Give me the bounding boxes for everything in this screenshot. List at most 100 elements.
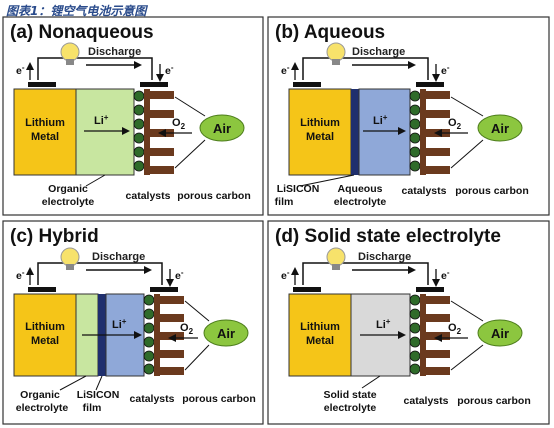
- panel-c-label-catalysts: catalysts: [130, 393, 175, 405]
- panel-a-circuit-wire: [37, 57, 153, 80]
- panel-b-air-bubble: [477, 114, 523, 142]
- panel-c-lithium-metal: [13, 293, 77, 377]
- panel-b-aqueous: (b) Aqueous Discharge e- e- Lithium Meta…: [267, 16, 550, 216]
- panel-b-air-label: Air: [491, 121, 509, 136]
- panel-d-label-porous-carbon: porous carbon: [457, 395, 531, 407]
- panel-c-air-label: Air: [217, 326, 235, 341]
- panel-b-catalysts: [409, 90, 421, 172]
- light-bulb-icon: [60, 42, 80, 65]
- panel-d-air-bubble: [477, 319, 523, 347]
- panel-a-metal-label-1: Lithium: [25, 117, 65, 129]
- panel-c-pointer-1: [184, 300, 210, 322]
- panel-b-label-electrolyte: electrolyte: [334, 196, 387, 208]
- panel-b-e-left: e-: [281, 63, 290, 77]
- panel-c-label-electrolyte: electrolyte: [16, 402, 69, 414]
- panel-d-label-electrolyte: electrolyte: [324, 402, 377, 414]
- panel-c-cathode-terminal: [150, 287, 178, 292]
- panel-d-circuit-wire: [302, 262, 429, 285]
- panel-b-aqueous-electrolyte: [358, 88, 411, 176]
- panel-a-e-left: e-: [16, 63, 25, 77]
- panel-c-metal-label-1: Lithium: [25, 321, 65, 333]
- panel-b-film-pointer: [299, 174, 355, 187]
- panel-b-lisicon-film: [351, 89, 359, 175]
- panel-c-metal-label-2: Metal: [31, 335, 59, 347]
- panel-a-discharge-label: Discharge: [88, 46, 141, 58]
- panel-c-film-pointer: [95, 375, 103, 391]
- figure-caption: 图表1：锂空气电池示意图: [6, 4, 147, 18]
- panel-a-label-organic: Organic: [48, 183, 88, 195]
- panel-b-cathode-terminal: [416, 82, 444, 87]
- panel-c-circuit-wire: [37, 262, 163, 285]
- panel-d-e-right: e-: [441, 268, 450, 282]
- panel-d-label-solid-state: Solid state: [323, 389, 376, 401]
- panel-c-li-plus: Li+: [112, 317, 127, 331]
- light-bulb-icon: [326, 247, 346, 270]
- panel-a-o2: O2: [172, 117, 186, 131]
- panel-d-catalysts: [409, 294, 421, 375]
- panel-b-label-aqueous: Aqueous: [338, 183, 383, 195]
- panel-d-li-plus: Li+: [376, 317, 391, 331]
- panel-c-label-porous-carbon: porous carbon: [182, 393, 256, 405]
- panel-b-discharge-label: Discharge: [352, 46, 405, 58]
- panel-c-o2: O2: [180, 322, 194, 336]
- panel-c-pointer-2: [184, 344, 210, 371]
- panel-a-label-porous-carbon: porous carbon: [177, 190, 251, 202]
- panel-c-electrolyte-pointer: [59, 375, 87, 391]
- panel-a-pointer-2: [174, 139, 206, 169]
- panel-a-pointer-1: [174, 96, 206, 117]
- panel-b-label-lisicon: LiSICON: [277, 183, 320, 195]
- panel-b-label-film: film: [275, 196, 294, 208]
- panel-d-anode-terminal: [293, 287, 321, 292]
- panel-c-hybrid: (c) Hybrid Discharge e- e- Lithium Metal…: [2, 220, 264, 425]
- panel-a-cathode-terminal: [140, 82, 168, 87]
- panel-a-nonaqueous: (a) Nonaqueous Discharge e- e- Lithium M…: [2, 16, 264, 216]
- panel-b-label-catalysts: catalysts: [402, 185, 447, 197]
- panel-b-circuit-wire: [302, 57, 429, 80]
- panel-b-title: (b) Aqueous: [275, 22, 385, 43]
- panel-d-label-catalysts: catalysts: [404, 395, 449, 407]
- panel-d-e-left: e-: [281, 268, 290, 282]
- panel-b-o2: O2: [448, 117, 462, 131]
- light-bulb-icon: [60, 247, 80, 270]
- panel-d-metal-label-2: Metal: [306, 335, 334, 347]
- panel-d-discharge-label: Discharge: [358, 251, 411, 263]
- panel-d-pointer-1: [450, 300, 484, 322]
- panel-c-e-right: e-: [175, 268, 184, 282]
- panel-b-label-porous-carbon: porous carbon: [455, 185, 529, 197]
- panel-b-metal-label-1: Lithium: [300, 117, 340, 129]
- panel-c-label-lisicon: LiSICON: [77, 389, 120, 401]
- panel-c-catalysts: [143, 294, 155, 375]
- panel-a-electrolyte-pointer: [85, 174, 106, 187]
- panel-a-organic-electrolyte: [75, 88, 135, 176]
- panel-c-label-organic: Organic: [20, 389, 60, 401]
- panel-c-e-left: e-: [16, 268, 25, 282]
- panel-b-metal-label-2: Metal: [306, 131, 334, 143]
- panel-b-anode-terminal: [293, 82, 321, 87]
- panel-d-metal-label-1: Lithium: [300, 321, 340, 333]
- panel-a-label-catalysts: catalysts: [126, 190, 171, 202]
- panel-a-e-right: e-: [165, 63, 174, 77]
- panel-c-discharge-label: Discharge: [92, 251, 145, 263]
- panel-d-o2: O2: [448, 322, 462, 336]
- panel-a-air-bubble: [199, 114, 245, 142]
- panel-a-air-label: Air: [213, 121, 231, 136]
- panel-b-e-right: e-: [441, 63, 450, 77]
- panel-d-lithium-metal: [288, 293, 352, 377]
- panel-b-pointer-1: [450, 96, 484, 117]
- light-bulb-icon: [326, 42, 346, 65]
- panel-d-title: (d) Solid state electrolyte: [275, 226, 501, 247]
- panel-c-anode-terminal: [28, 287, 56, 292]
- panel-a-title: (a) Nonaqueous: [10, 22, 154, 43]
- panel-d-air-label: Air: [491, 326, 509, 341]
- panel-c-title: (c) Hybrid: [10, 226, 99, 247]
- panel-d-electrolyte-pointer: [361, 375, 381, 389]
- panel-c-air-bubble: [203, 319, 249, 347]
- panel-b-li-plus: Li+: [373, 113, 388, 127]
- panel-a-label-electrolyte: electrolyte: [42, 196, 95, 208]
- panel-a-li-plus: Li+: [94, 113, 109, 127]
- panel-a-anode-terminal: [28, 82, 56, 87]
- panel-d-solid-state: (d) Solid state electrolyte Discharge e-…: [267, 220, 550, 425]
- panel-a-metal-label-2: Metal: [31, 131, 59, 143]
- panel-d-cathode-terminal: [416, 287, 444, 292]
